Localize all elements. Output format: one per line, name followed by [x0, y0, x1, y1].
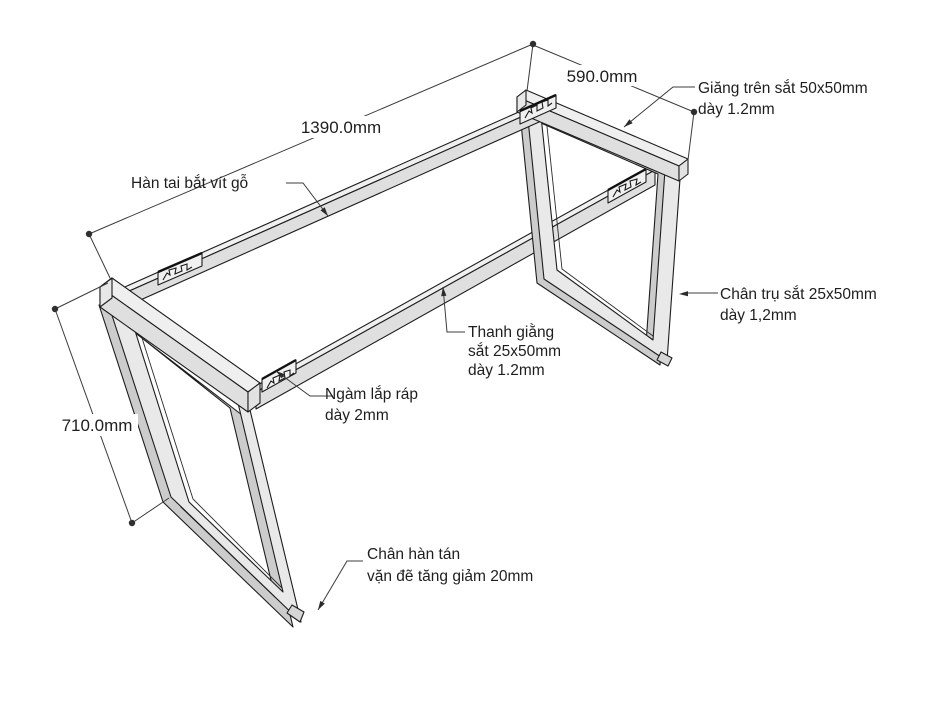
joint-plate-right-far: [607, 167, 647, 204]
dimension-dot: [128, 519, 136, 527]
right-top-brace-near-cap: [516, 89, 527, 113]
joint-plate-left-far: [261, 358, 297, 393]
label-top-brace-line1: Giăng trên sắt 50x50mm: [698, 80, 868, 97]
label-cross-bar-line3: dày 1.2mm: [468, 362, 545, 379]
joint-plate-right-near: [519, 93, 557, 125]
dimension-length-value: 1390.0mm: [301, 118, 381, 137]
zigzag-notch-icon: [162, 263, 193, 281]
cross-bar-far-top-face: [255, 163, 656, 393]
joint-plate-left-near: [157, 251, 203, 286]
right-adjustable-foot: [656, 351, 673, 367]
dimension-dot: [690, 108, 698, 116]
leader-lines: [275, 86, 718, 611]
annotation-labels: Giăng trên sắt 50x50mm dày 1.2mm Hàn tai…: [131, 80, 877, 585]
zigzag-notch-icon: [524, 99, 553, 119]
left-adjustable-foot: [286, 604, 305, 623]
joint-plate-edge: [157, 251, 203, 274]
label-joint-notch-line2: dày 2mm: [325, 407, 389, 424]
joint-plate-edge: [519, 93, 557, 113]
arrowhead: [318, 600, 325, 610]
arrowhead: [441, 287, 447, 297]
label-top-brace-line2: dày 1.2mm: [698, 101, 775, 118]
zigzag-notch-icon: [612, 178, 642, 198]
arrowhead: [624, 119, 633, 127]
label-foot-line1: Chân hàn tán: [367, 546, 460, 563]
right-top-brace-far-cap: [678, 158, 689, 182]
dimension-lines: 1390.0mm 590.0mm 710.0mm: [51, 40, 698, 527]
right-top-brace: [516, 89, 689, 182]
dimension-dot: [529, 40, 537, 48]
label-joint-notch-line1: Ngàm lắp ráp: [325, 386, 418, 403]
label-foot-line2: vặn đẽ tăng giảm 20mm: [367, 568, 533, 585]
right-leg-inner-edge: [545, 116, 654, 337]
arrowhead: [276, 371, 285, 379]
zigzag-notch-icon: [266, 369, 295, 389]
arrowhead: [679, 291, 688, 297]
left-top-brace-far-cap: [247, 382, 261, 413]
dimension-dot: [85, 230, 93, 238]
label-leg-post-line1: Chân trụ sắt 25x50mm: [720, 286, 877, 303]
dimension-height-value: 710.0mm: [62, 416, 133, 435]
label-cross-bar-line2: sắt 25x50mm: [468, 343, 561, 360]
left-leg-inner-edge: [135, 318, 283, 589]
dimension-dot: [51, 305, 59, 313]
arrowhead: [320, 207, 328, 216]
dimension-depth-value: 590.0mm: [567, 67, 638, 86]
label-leg-post-line2: dày 1,2mm: [720, 307, 797, 324]
label-cross-bar-line1: Thanh giằng: [468, 324, 554, 341]
joint-plate-edge: [261, 358, 297, 381]
label-weld-tab: Hàn tai bắt vít gỗ: [131, 175, 248, 192]
dimension-line-length: [88, 43, 534, 235]
joint-plate-edge: [607, 167, 647, 192]
